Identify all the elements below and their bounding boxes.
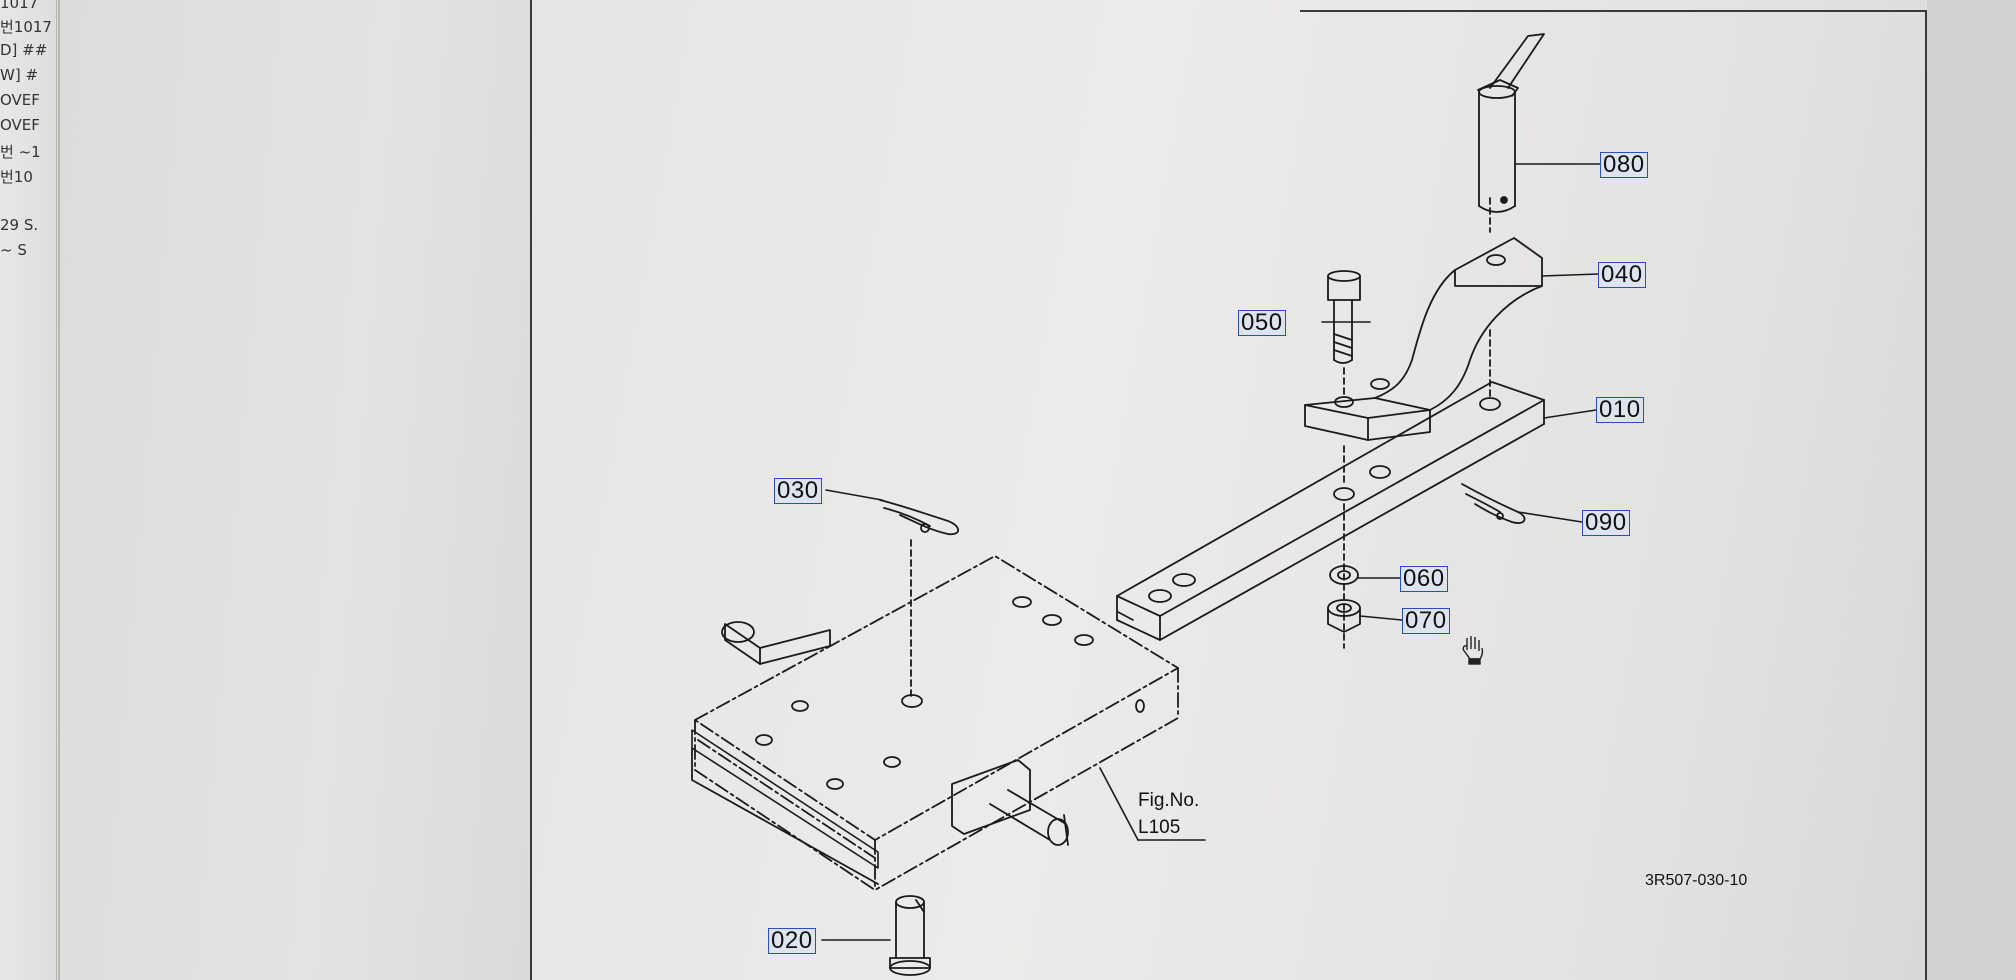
frame-pin-left (721, 621, 831, 665)
part-label-020[interactable]: 020 (768, 928, 816, 954)
part-010-drawbar (1116, 329, 1545, 649)
part-label-040[interactable]: 040 (1598, 262, 1646, 288)
part-030-r-clip (879, 499, 960, 701)
frame-pin-right (951, 759, 1069, 846)
pane-divider[interactable] (58, 0, 60, 980)
hitch-frame-reference (694, 555, 1179, 891)
part-label-090[interactable]: 090 (1582, 510, 1630, 536)
pane-divider[interactable] (530, 0, 532, 980)
part-070-nut (1327, 599, 1361, 633)
hand-cursor-icon (1458, 632, 1488, 666)
left-line: W] # (0, 66, 39, 84)
diagram-frame-right (1925, 10, 1927, 980)
part-020-pin (889, 895, 931, 976)
leader-lines (821, 163, 1601, 941)
figure-reference-label: Fig.No. (1138, 790, 1200, 811)
left-line: 번 ~1 (0, 143, 41, 161)
left-line: ~ S (0, 241, 27, 259)
right-margin (1927, 0, 2016, 980)
diagram-frame-top (1300, 10, 1927, 12)
part-080-hitch-pin (1477, 33, 1545, 233)
part-label-030[interactable]: 030 (774, 478, 822, 504)
figure-reference-number: L105 (1138, 817, 1181, 838)
left-panel-text-list: 1017 번1017 D] ## W] # OVEF OVEF 번 ~1 번10… (0, 0, 57, 980)
hitch-frame-rails (691, 729, 879, 885)
left-line: 29 S. (0, 216, 39, 234)
left-line: 1017 (0, 0, 39, 12)
part-060-lock-washer (1329, 565, 1359, 585)
part-label-080[interactable]: 080 (1600, 152, 1648, 178)
part-090-r-clip (1461, 483, 1526, 524)
part-050-bolt (1327, 270, 1361, 399)
part-label-060[interactable]: 060 (1400, 566, 1448, 592)
empty-pane (60, 0, 530, 980)
part-label-010[interactable]: 010 (1596, 397, 1644, 423)
left-line: 번1017 (0, 18, 52, 36)
left-line: OVEF (0, 91, 40, 109)
left-line: 번10 (0, 168, 33, 186)
left-line: D] ## (0, 41, 48, 59)
part-label-050[interactable]: 050 (1238, 310, 1286, 336)
drawing-code: 3R507-030-10 (1645, 872, 1748, 889)
part-040-offset-bracket (1304, 237, 1543, 441)
part-label-070[interactable]: 070 (1402, 608, 1450, 634)
hitch-frame-holes (755, 596, 1145, 790)
left-line: OVEF (0, 116, 40, 134)
